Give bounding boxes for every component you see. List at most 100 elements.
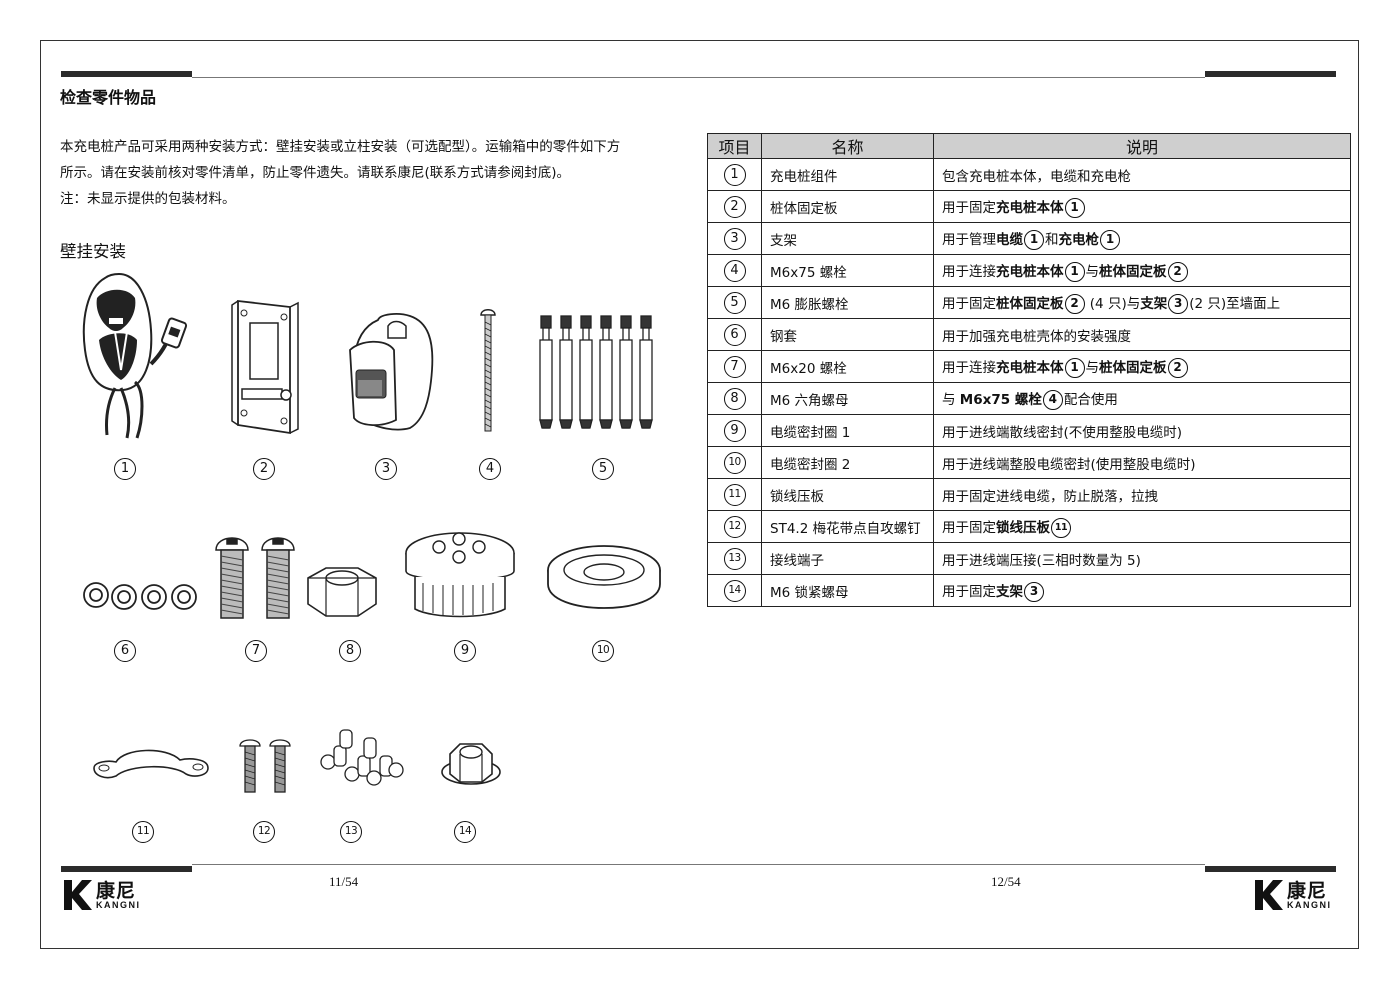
intro-line: 本充电桩产品可采用两种安装方式：壁挂安装或立柱安装（可选配型）。运输箱中的零件如… <box>60 139 621 155</box>
table-header-row: 项目 名称 说明 <box>707 133 1351 159</box>
item-reference-number: 3 <box>1024 581 1044 602</box>
item-name: M6 锁紧螺母 <box>761 574 934 607</box>
item-number-cell: 7 <box>707 350 762 383</box>
description-text: 用于连接 <box>942 359 996 376</box>
item-number-cell: 4 <box>707 254 762 287</box>
item-name: 电缆密封圈 2 <box>761 446 934 479</box>
table-row: 11 锁线压板用于固定进线电缆，防止脱落，拉拽 <box>707 478 1351 511</box>
item-reference-number: 3 <box>1168 293 1189 314</box>
item-reference-number: 2 <box>1064 293 1085 314</box>
kangni-logo-left: 康尼 KANGNI <box>62 878 152 914</box>
logo-english-text: KANGNI <box>1287 900 1332 910</box>
description-bold-text: 充电桩本体 <box>996 263 1064 280</box>
description-bold-text: 桩体固定板 <box>1099 263 1167 280</box>
item-name: M6x75 螺栓 <box>761 254 934 287</box>
item-reference-number: 2 <box>1167 357 1188 378</box>
table-row: 6 钢套用于加强充电桩壳体的安装强度 <box>707 318 1351 351</box>
cable-clamp-illustration <box>93 749 209 779</box>
cable-seal-2-illustration <box>547 545 661 609</box>
description-text: 用于固定进线电缆，防止脱落，拉拽 <box>942 488 1158 505</box>
cable-seal-1-illustration <box>405 532 515 618</box>
description-text: 配合使用 <box>1063 391 1118 408</box>
item-number-cell: 12 <box>707 510 762 543</box>
item-name: ST4.2 梅花带点自攻螺钉 <box>761 510 934 543</box>
part-number-label: 10 <box>592 640 614 662</box>
part-number-label: 3 <box>375 458 397 480</box>
item-description: 用于进线端压接(三相时数量为 5) <box>933 542 1351 575</box>
item-number: 11 <box>723 483 746 506</box>
item-description: 用于进线端散线密封(不使用整股电缆时) <box>933 414 1351 447</box>
item-number: 6 <box>723 323 746 346</box>
part-number-label: 5 <box>592 458 614 480</box>
item-number-cell: 14 <box>707 574 762 607</box>
description-bold-text: 充电桩本体 <box>996 199 1064 216</box>
item-reference-number: 1 <box>1100 229 1120 250</box>
item-number-cell: 3 <box>707 222 762 255</box>
item-description: 用于固定进线电缆，防止脱落，拉拽 <box>933 478 1351 511</box>
item-number-cell: 6 <box>707 318 762 351</box>
logo-chinese-text: 康尼 <box>96 880 137 902</box>
description-bold-text: 充电桩本体 <box>996 359 1064 376</box>
description-bold-text: M6x75 螺栓 <box>959 391 1042 408</box>
item-number-cell: 2 <box>707 190 762 223</box>
mounting-plate-illustration <box>231 299 299 435</box>
section-subtitle: 壁挂安装 <box>60 242 126 261</box>
description-text: 用于进线端压接(三相时数量为 5) <box>942 552 1141 569</box>
description-text: 用于进线端散线密封(不使用整股电缆时) <box>942 424 1183 441</box>
item-number-cell: 5 <box>707 286 762 319</box>
description-text: 与 <box>1085 359 1100 376</box>
item-name: 锁线压板 <box>761 478 934 511</box>
description-bold-text: 电缆 <box>996 231 1023 248</box>
item-reference-number: 1 <box>1064 261 1085 282</box>
page-number-right: 12/54 <box>991 874 1021 889</box>
item-number-cell: 1 <box>707 158 762 191</box>
kangni-logo-mark-icon <box>64 880 92 910</box>
header-bar-left <box>61 71 192 77</box>
item-name: 钢套 <box>761 318 934 351</box>
item-reference-number: 11 <box>1051 517 1071 538</box>
footer-bar-right <box>1205 866 1336 872</box>
description-text: (2 只)至墙面上 <box>1189 295 1281 312</box>
column-header-name: 名称 <box>761 133 934 159</box>
item-number: 12 <box>723 515 746 538</box>
description-text: 用于加强充电桩壳体的安装强度 <box>942 328 1131 345</box>
item-name: 充电桩组件 <box>761 158 934 191</box>
description-bold-text: 支架 <box>1140 295 1168 312</box>
m6x75-bolt-illustration <box>480 309 496 432</box>
m6x20-bolts-illustration <box>215 537 295 619</box>
item-reference-number: 1 <box>1064 197 1085 218</box>
part-number-label: 4 <box>479 458 501 480</box>
table-row: 1 充电桩组件包含充电桩本体，电缆和充电枪 <box>707 158 1351 191</box>
column-header-item: 项目 <box>707 133 762 159</box>
item-description: 包含充电桩本体，电缆和充电枪 <box>933 158 1351 191</box>
description-text: 用于连接 <box>942 263 996 280</box>
item-name: M6 膨胀螺栓 <box>761 286 934 319</box>
part-number-label: 14 <box>454 821 476 843</box>
item-number-cell: 13 <box>707 542 762 575</box>
intro-text: 本充电桩产品可采用两种安装方式：壁挂安装或立柱安装（可选配型）。运输箱中的零件如… <box>60 134 700 212</box>
item-number: 1 <box>723 163 746 186</box>
description-text: 用于固定 <box>942 519 996 536</box>
description-text: (4 只)与 <box>1085 295 1141 312</box>
item-number: 13 <box>723 547 746 570</box>
column-header-description: 说明 <box>933 133 1351 159</box>
description-text: 用于固定 <box>942 583 996 600</box>
description-text: 用于进线端整股电缆密封(使用整股电缆时) <box>942 456 1196 473</box>
item-number: 7 <box>723 355 746 378</box>
item-number: 5 <box>723 291 746 314</box>
holster-bracket-illustration <box>349 313 434 431</box>
expansion-bolts-illustration <box>539 315 653 429</box>
item-name: M6 六角螺母 <box>761 382 934 415</box>
description-text: 用于固定 <box>942 199 996 216</box>
description-text: 与 <box>942 391 960 408</box>
intro-line: 所示。请在安装前核对零件清单，防止零件遗失。请联系康尼(联系方式请参阅封底)。 <box>60 165 571 181</box>
